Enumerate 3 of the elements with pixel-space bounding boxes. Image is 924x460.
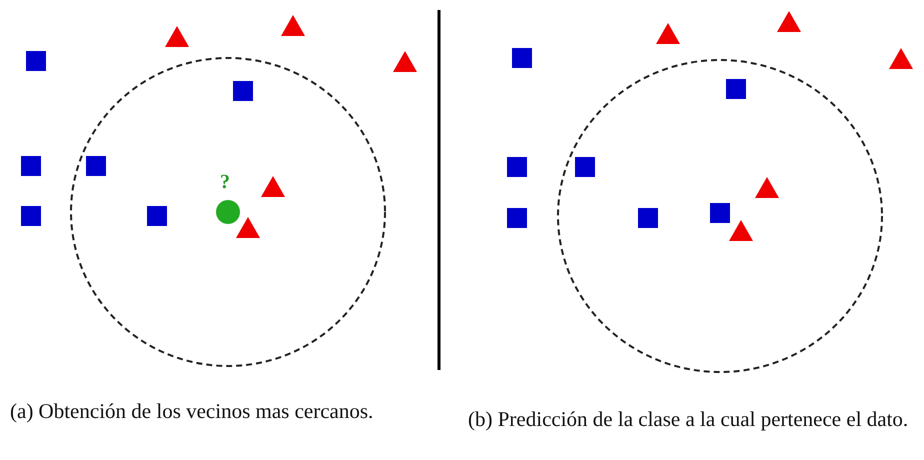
figure-caption: (b) Predicción de la clase a la cual pertenece el dato.	[468, 406, 910, 432]
question-mark: ?	[220, 172, 230, 192]
figure-caption: (a) Obtención de los vecinos mas cercanos.	[10, 398, 374, 424]
